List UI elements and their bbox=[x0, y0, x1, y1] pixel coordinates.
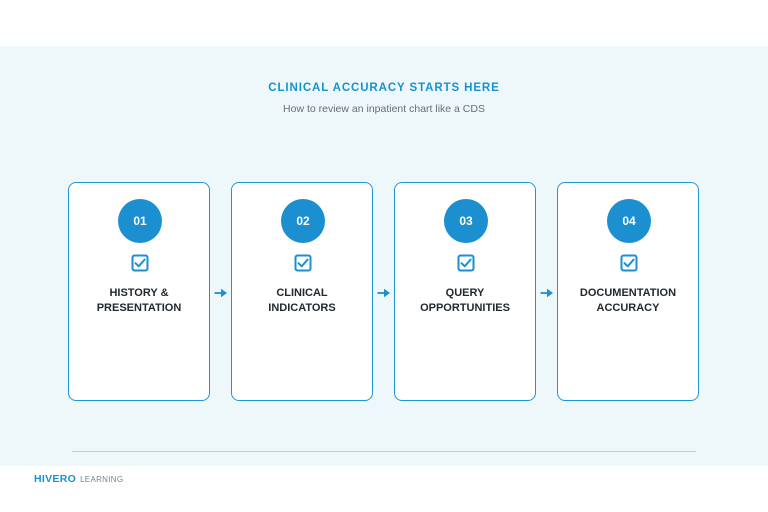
step-number-badge: 03 bbox=[444, 199, 488, 243]
step-card-2: 02 CLINICAL INDICATORS bbox=[231, 182, 373, 401]
step-label: HISTORY & PRESENTATION bbox=[96, 287, 182, 314]
step-number-badge: 01 bbox=[118, 199, 162, 243]
checkbox-icon bbox=[294, 254, 312, 272]
step-card-1: 01 HISTORY & PRESENTATION bbox=[68, 182, 210, 401]
step-card-4: 04 DOCUMENTATION ACCURACY bbox=[557, 182, 699, 401]
step-label: DOCUMENTATION ACCURACY bbox=[579, 287, 677, 314]
step-number-badge: 04 bbox=[607, 199, 651, 243]
footer-divider bbox=[72, 451, 696, 452]
page-title: CLINICAL ACCURACY STARTS HERE bbox=[268, 82, 500, 94]
step-number-badge: 02 bbox=[281, 199, 325, 243]
arrow-right-icon bbox=[377, 288, 390, 298]
checkbox-icon bbox=[457, 254, 475, 272]
checkbox-icon bbox=[620, 254, 638, 272]
page-subtitle: How to review an inpatient chart like a … bbox=[283, 103, 485, 115]
step-label: QUERY OPPORTUNITIES bbox=[420, 287, 510, 314]
step-card-3: 03 QUERY OPPORTUNITIES bbox=[394, 182, 536, 401]
step-label: CLINICAL INDICATORS bbox=[268, 287, 336, 314]
checkbox-icon bbox=[131, 254, 149, 272]
arrow-right-icon bbox=[540, 288, 553, 298]
arrow-right-icon bbox=[214, 288, 227, 298]
brand-subtitle: LEARNING bbox=[80, 475, 124, 484]
brand-name: HIVERO bbox=[34, 473, 77, 485]
